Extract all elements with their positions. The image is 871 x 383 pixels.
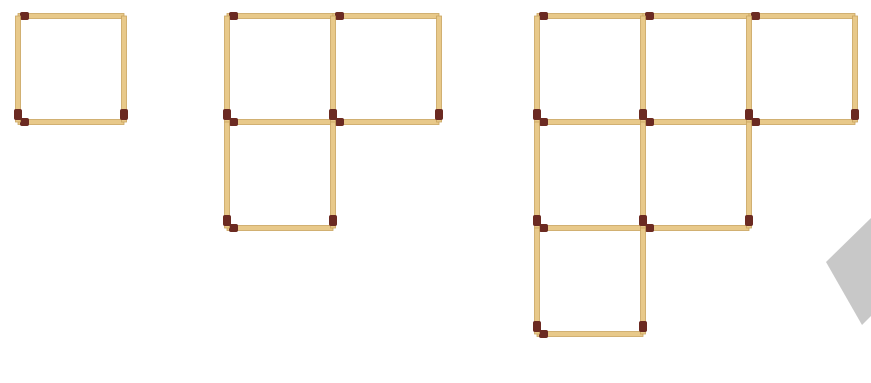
figure-1 <box>14 12 128 126</box>
matchstick <box>333 14 439 19</box>
matchstick <box>643 120 749 125</box>
matchstick <box>18 14 124 19</box>
matchstick <box>225 16 230 122</box>
matchstick <box>227 120 333 125</box>
match-head <box>639 109 647 120</box>
matchstick <box>535 122 540 228</box>
match-head <box>745 109 753 120</box>
match-head <box>435 109 443 120</box>
match-head <box>223 215 231 226</box>
matchstick <box>747 122 752 228</box>
matchstick <box>749 14 855 19</box>
match-head <box>223 109 231 120</box>
matchstick <box>535 228 540 334</box>
matchstick <box>641 16 646 122</box>
matchstick <box>643 226 749 231</box>
match-head <box>335 12 344 20</box>
matchstick <box>537 226 643 231</box>
match-head <box>533 215 541 226</box>
match-head <box>14 109 22 120</box>
matchstick <box>641 122 646 228</box>
match-head <box>229 12 238 20</box>
match-head <box>851 109 859 120</box>
matchstick <box>437 16 442 122</box>
matchstick <box>227 14 333 19</box>
matchstick <box>641 228 646 334</box>
match-head <box>745 215 753 226</box>
match-head <box>639 321 647 332</box>
match-head <box>20 12 29 20</box>
match-head <box>329 109 337 120</box>
matchstick <box>749 120 855 125</box>
matchstick <box>333 120 439 125</box>
match-head <box>751 12 760 20</box>
matchstick <box>535 16 540 122</box>
match-head <box>645 12 654 20</box>
match-head <box>639 215 647 226</box>
matchstick <box>227 226 333 231</box>
matchstick <box>853 16 858 122</box>
matchstick <box>18 120 124 125</box>
matchstick <box>225 122 230 228</box>
matchstick <box>537 14 643 19</box>
matchstick <box>331 16 336 122</box>
match-head <box>539 12 548 20</box>
matchstick <box>747 16 752 122</box>
figure-3 <box>533 12 859 338</box>
matchstick <box>643 14 749 19</box>
match-head <box>533 109 541 120</box>
figure-2 <box>223 12 443 232</box>
match-head <box>329 215 337 226</box>
matchstick <box>537 332 643 337</box>
match-head <box>120 109 128 120</box>
matchstick <box>331 122 336 228</box>
matchstick <box>122 16 127 122</box>
match-head <box>533 321 541 332</box>
matchstick <box>16 16 21 122</box>
matchstick <box>537 120 643 125</box>
